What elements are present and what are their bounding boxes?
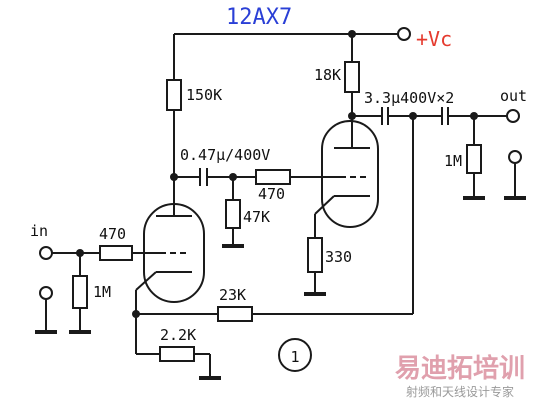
label-output-caps: 3.3μ400V×2 [364,89,454,107]
label-1m-out: 1M [444,152,462,170]
resistor-330 [307,237,323,273]
supply-terminal[interactable] [397,27,411,41]
watermark-title: 易迪拓培训 [395,354,525,384]
input-label: in [30,222,48,240]
label-330: 330 [325,248,352,266]
tube-v1 [132,203,413,380]
label-23k: 23K [219,286,246,304]
supply-rail [174,27,411,41]
stage2-network [344,34,526,314]
supply-label: +Vc [416,27,452,51]
tube-v2 [304,120,379,296]
resistor-23k [217,306,253,322]
label-18k: 18K [314,66,341,84]
output-ground-terminal[interactable] [508,150,522,164]
label-1m-in: 1M [93,283,111,301]
resistor-150k [166,79,182,111]
figure-number-label: 1 [290,348,299,366]
output-label: out [500,87,527,105]
resistor-18k [344,61,360,93]
input-ground-terminal[interactable] [39,286,53,300]
output-terminal[interactable] [506,109,520,123]
label-coupling-cap: 0.47μ/400V [180,146,270,164]
resistor-470-grid2 [255,169,291,185]
input-terminal[interactable] [39,246,53,260]
resistor-2.2k [159,346,195,362]
label-470-input: 470 [99,225,126,243]
input-network [35,245,160,334]
tube-type-label: 12AX7 [226,5,292,30]
watermark-subtitle: 射频和天线设计专家 [406,384,514,399]
label-47k: 47K [243,208,270,226]
resistor-470-input [99,245,133,261]
figure-number-circle [278,338,312,372]
resistor-1m-in [72,275,88,309]
resistor-47k [225,199,241,229]
stage1-plate-network [166,34,340,248]
label-470-grid2: 470 [258,185,285,203]
resistor-1m-out [466,144,482,174]
label-2.2k: 2.2K [160,326,196,344]
label-150k: 150K [186,86,222,104]
